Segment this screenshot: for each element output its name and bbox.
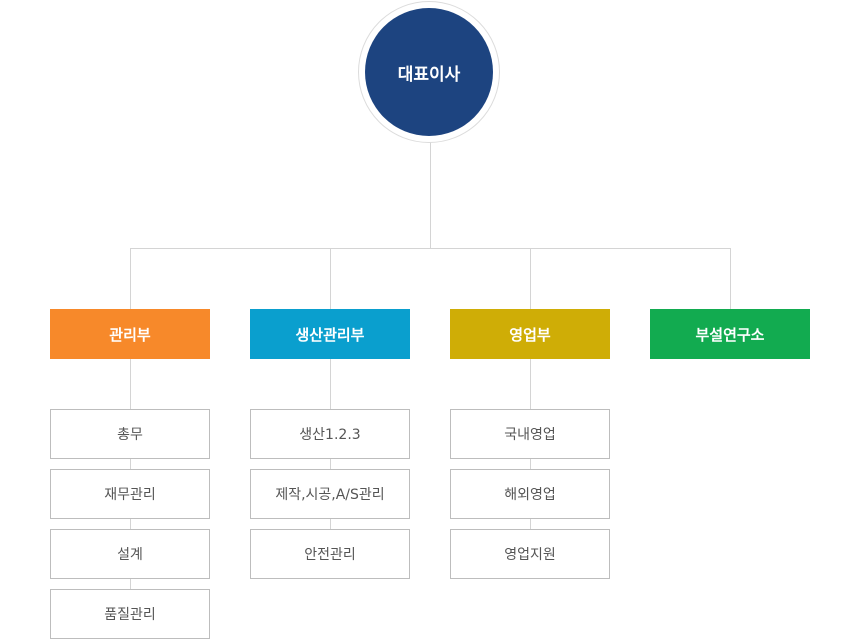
dept-label: 부설연구소 [695,325,765,344]
ceo-node: 대표이사 [365,8,493,136]
sub-unit-manufacturing: 제작,시공,A/S관리 [250,469,410,519]
sub-unit-overseas-sales: 해외영업 [450,469,610,519]
sub-unit-production: 생산1.2.3 [250,409,410,459]
dept-label: 생산관리부 [295,325,365,344]
dept-label: 관리부 [109,325,151,344]
sub-unit-label: 품질관리 [104,607,156,623]
sub-unit-safety: 안전관리 [250,529,410,579]
sub-unit-design: 설계 [50,529,210,579]
sub-unit-label: 제작,시공,A/S관리 [275,487,385,503]
sub-unit-sales-support: 영업지원 [450,529,610,579]
ceo-label: 대표이사 [397,64,461,85]
sub-unit-label: 영업지원 [504,547,556,563]
sub-unit-label: 안전관리 [304,547,356,563]
sub-unit-quality: 품질관리 [50,589,210,639]
sub-unit-label: 해외영업 [504,487,556,503]
sub-unit-label: 재무관리 [104,487,156,503]
dept-management: 관리부 [50,309,210,359]
sub-unit-label: 설계 [117,547,143,563]
sub-unit-domestic-sales: 국내영업 [450,409,610,459]
dept-label: 영업부 [509,325,551,344]
dept-sales: 영업부 [450,309,610,359]
dept-research: 부설연구소 [650,309,810,359]
dept-production: 생산관리부 [250,309,410,359]
sub-unit-label: 총무 [117,427,143,443]
sub-unit-label: 국내영업 [504,427,556,443]
sub-unit-finance: 재무관리 [50,469,210,519]
sub-unit-label: 생산1.2.3 [299,427,361,443]
sub-unit-general-affairs: 총무 [50,409,210,459]
